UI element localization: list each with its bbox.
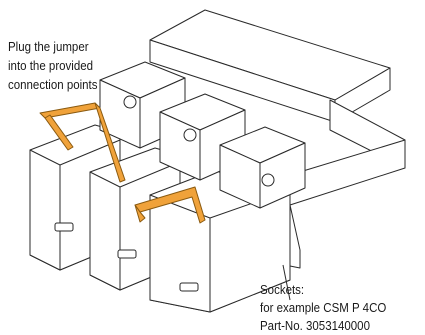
callout-bottom-line-1: Sockets:: [260, 283, 305, 297]
callout-top-line-3: connection points: [8, 78, 98, 92]
din-rail-clip-2: [117, 249, 137, 259]
callout-bottom-line-2: for example CSM P 4CO: [260, 301, 387, 315]
din-rail-clip-1: [54, 222, 74, 232]
din-rail-clip-3: [179, 282, 199, 292]
back-terminal-row: [149, 9, 391, 123]
leader-line: [282, 264, 291, 301]
callout-bottom-line-3: Part-No. 3053140000: [260, 319, 370, 333]
callout-top-line-2: into the provided: [8, 59, 94, 73]
relay-socket-3: [219, 126, 306, 209]
jumper-left: [39, 102, 126, 183]
callout-top-line-1: Plug the jumper: [8, 40, 89, 54]
jumper-right: [134, 186, 206, 224]
